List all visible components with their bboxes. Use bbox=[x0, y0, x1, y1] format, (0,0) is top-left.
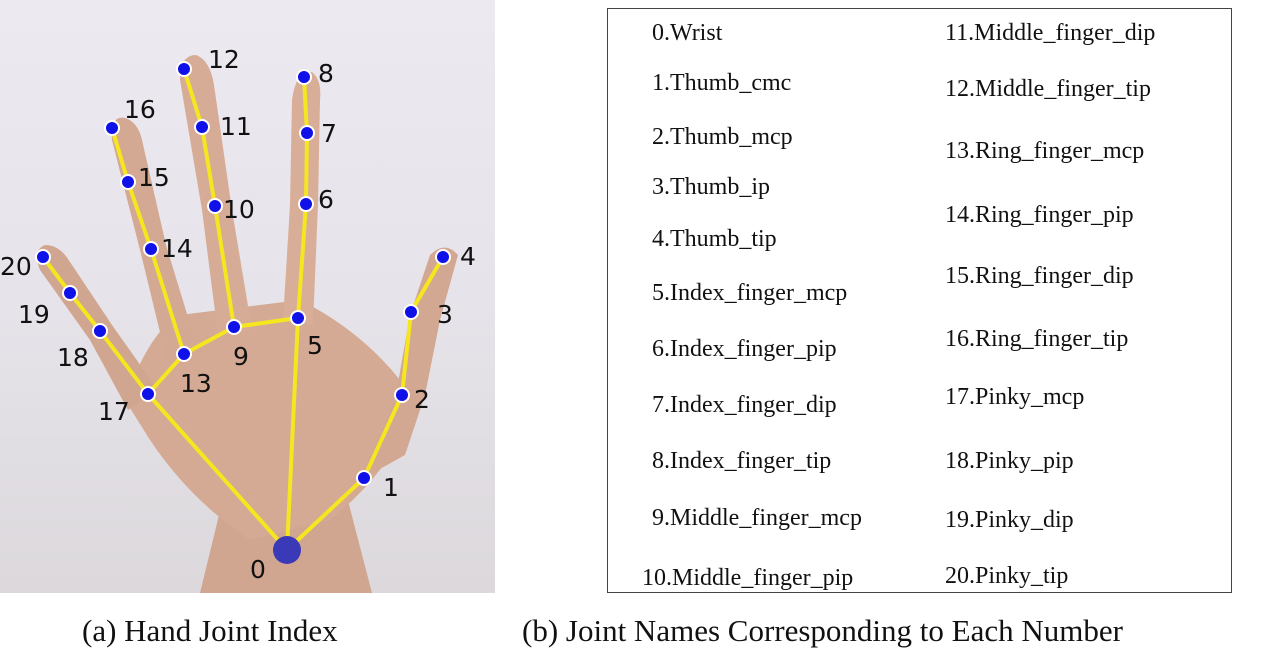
joint-name-4: 4.Thumb_tip bbox=[652, 226, 777, 252]
bone-2-3 bbox=[400, 310, 413, 397]
joint-point-4 bbox=[435, 249, 451, 265]
panel-b-caption: (b) Joint Names Corresponding to Each Nu… bbox=[522, 613, 1123, 648]
joint-index-label-4: 4 bbox=[460, 242, 476, 271]
joint-name-5: 5.Index_finger_mcp bbox=[652, 280, 848, 306]
joint-name-3: 3.Thumb_ip bbox=[652, 174, 770, 200]
joint-name-18: 18.Pinky_pip bbox=[945, 448, 1074, 474]
joint-name-13: 13.Ring_finger_mcp bbox=[945, 138, 1145, 164]
bone-18-19 bbox=[68, 291, 102, 333]
joint-name-14: 14.Ring_finger_pip bbox=[945, 202, 1134, 228]
joint-index-label-19: 19 bbox=[18, 300, 50, 329]
bone-5-6 bbox=[296, 202, 308, 320]
bone-6-7 bbox=[304, 131, 309, 206]
joint-index-label-7: 7 bbox=[321, 119, 337, 148]
bone-0-1 bbox=[285, 476, 366, 552]
joint-point-15 bbox=[120, 174, 136, 190]
bone-7-8 bbox=[302, 75, 309, 135]
bone-10-11 bbox=[200, 125, 217, 208]
joint-point-9 bbox=[226, 319, 242, 335]
joint-point-5 bbox=[290, 310, 306, 326]
bone-15-16 bbox=[110, 126, 130, 184]
joint-point-18 bbox=[92, 323, 108, 339]
joint-index-label-3: 3 bbox=[437, 300, 453, 329]
joint-name-19: 19.Pinky_dip bbox=[945, 507, 1074, 533]
joint-name-20: 20.Pinky_tip bbox=[945, 563, 1069, 589]
joint-index-label-14: 14 bbox=[161, 234, 193, 263]
joint-index-label-10: 10 bbox=[223, 195, 255, 224]
bone-5-9 bbox=[232, 316, 300, 329]
bone-14-15 bbox=[126, 180, 153, 251]
joint-index-label-1: 1 bbox=[383, 473, 399, 502]
joint-name-6: 6.Index_finger_pip bbox=[652, 336, 837, 362]
joint-point-7 bbox=[299, 125, 315, 141]
joint-point-10 bbox=[207, 198, 223, 214]
bone-0-17 bbox=[146, 392, 289, 552]
joint-index-label-17: 17 bbox=[98, 397, 130, 426]
joint-name-1: 1.Thumb_cmc bbox=[652, 70, 792, 96]
joint-index-label-13: 13 bbox=[180, 369, 212, 398]
joint-name-11: 11.Middle_finger_dip bbox=[945, 20, 1156, 46]
joint-point-11 bbox=[194, 119, 210, 135]
bone-3-4 bbox=[409, 255, 445, 314]
joint-index-label-5: 5 bbox=[307, 331, 323, 360]
joint-name-12: 12.Middle_finger_tip bbox=[945, 76, 1151, 102]
joint-index-label-16: 16 bbox=[124, 95, 156, 124]
joint-index-label-12: 12 bbox=[208, 45, 240, 74]
joint-point-8 bbox=[296, 69, 312, 85]
joint-index-label-18: 18 bbox=[57, 343, 89, 372]
bone-9-13 bbox=[182, 325, 236, 356]
bone-13-17 bbox=[146, 352, 186, 396]
joint-point-1 bbox=[356, 470, 372, 486]
joint-index-label-9: 9 bbox=[233, 342, 249, 371]
bone-9-10 bbox=[213, 204, 236, 329]
joint-name-15: 15.Ring_finger_dip bbox=[945, 263, 1134, 289]
joint-point-3 bbox=[403, 304, 419, 320]
joint-point-12 bbox=[176, 61, 192, 77]
joint-name-2: 2.Thumb_mcp bbox=[652, 124, 793, 150]
joint-name-7: 7.Index_finger_dip bbox=[652, 392, 837, 418]
joint-index-label-15: 15 bbox=[138, 163, 170, 192]
joint-point-19 bbox=[62, 285, 78, 301]
joint-index-label-8: 8 bbox=[318, 59, 334, 88]
bone-1-2 bbox=[362, 393, 404, 480]
joint-point-6 bbox=[298, 196, 314, 212]
joint-index-label-0: 0 bbox=[250, 555, 266, 584]
joint-point-2 bbox=[394, 387, 410, 403]
joint-point-20 bbox=[35, 249, 51, 265]
joint-index-label-11: 11 bbox=[220, 112, 252, 141]
bone-17-18 bbox=[98, 329, 150, 396]
joint-names-box: 0.Wrist 1.Thumb_cmc 2.Thumb_mcp 3.Thumb_… bbox=[607, 8, 1232, 593]
joint-name-10: 10.Middle_finger_pip bbox=[642, 565, 854, 591]
bone-13-14 bbox=[149, 247, 186, 356]
joint-index-label-2: 2 bbox=[414, 385, 430, 414]
joint-point-0 bbox=[273, 536, 301, 564]
joint-point-14 bbox=[143, 241, 159, 257]
joint-name-0: 0.Wrist bbox=[652, 20, 723, 46]
bone-0-5 bbox=[285, 316, 300, 552]
panel-a-caption: (a) Hand Joint Index bbox=[82, 613, 338, 648]
joint-point-16 bbox=[104, 120, 120, 136]
joint-name-17: 17.Pinky_mcp bbox=[945, 384, 1085, 410]
bone-11-12 bbox=[182, 67, 204, 129]
joint-name-8: 8.Index_finger_tip bbox=[652, 448, 832, 474]
joint-name-16: 16.Ring_finger_tip bbox=[945, 326, 1129, 352]
joint-name-9: 9.Middle_finger_mcp bbox=[652, 505, 862, 531]
joint-index-label-20: 20 bbox=[0, 252, 32, 281]
joint-point-17 bbox=[140, 386, 156, 402]
joint-index-label-6: 6 bbox=[318, 185, 334, 214]
joint-point-13 bbox=[176, 346, 192, 362]
